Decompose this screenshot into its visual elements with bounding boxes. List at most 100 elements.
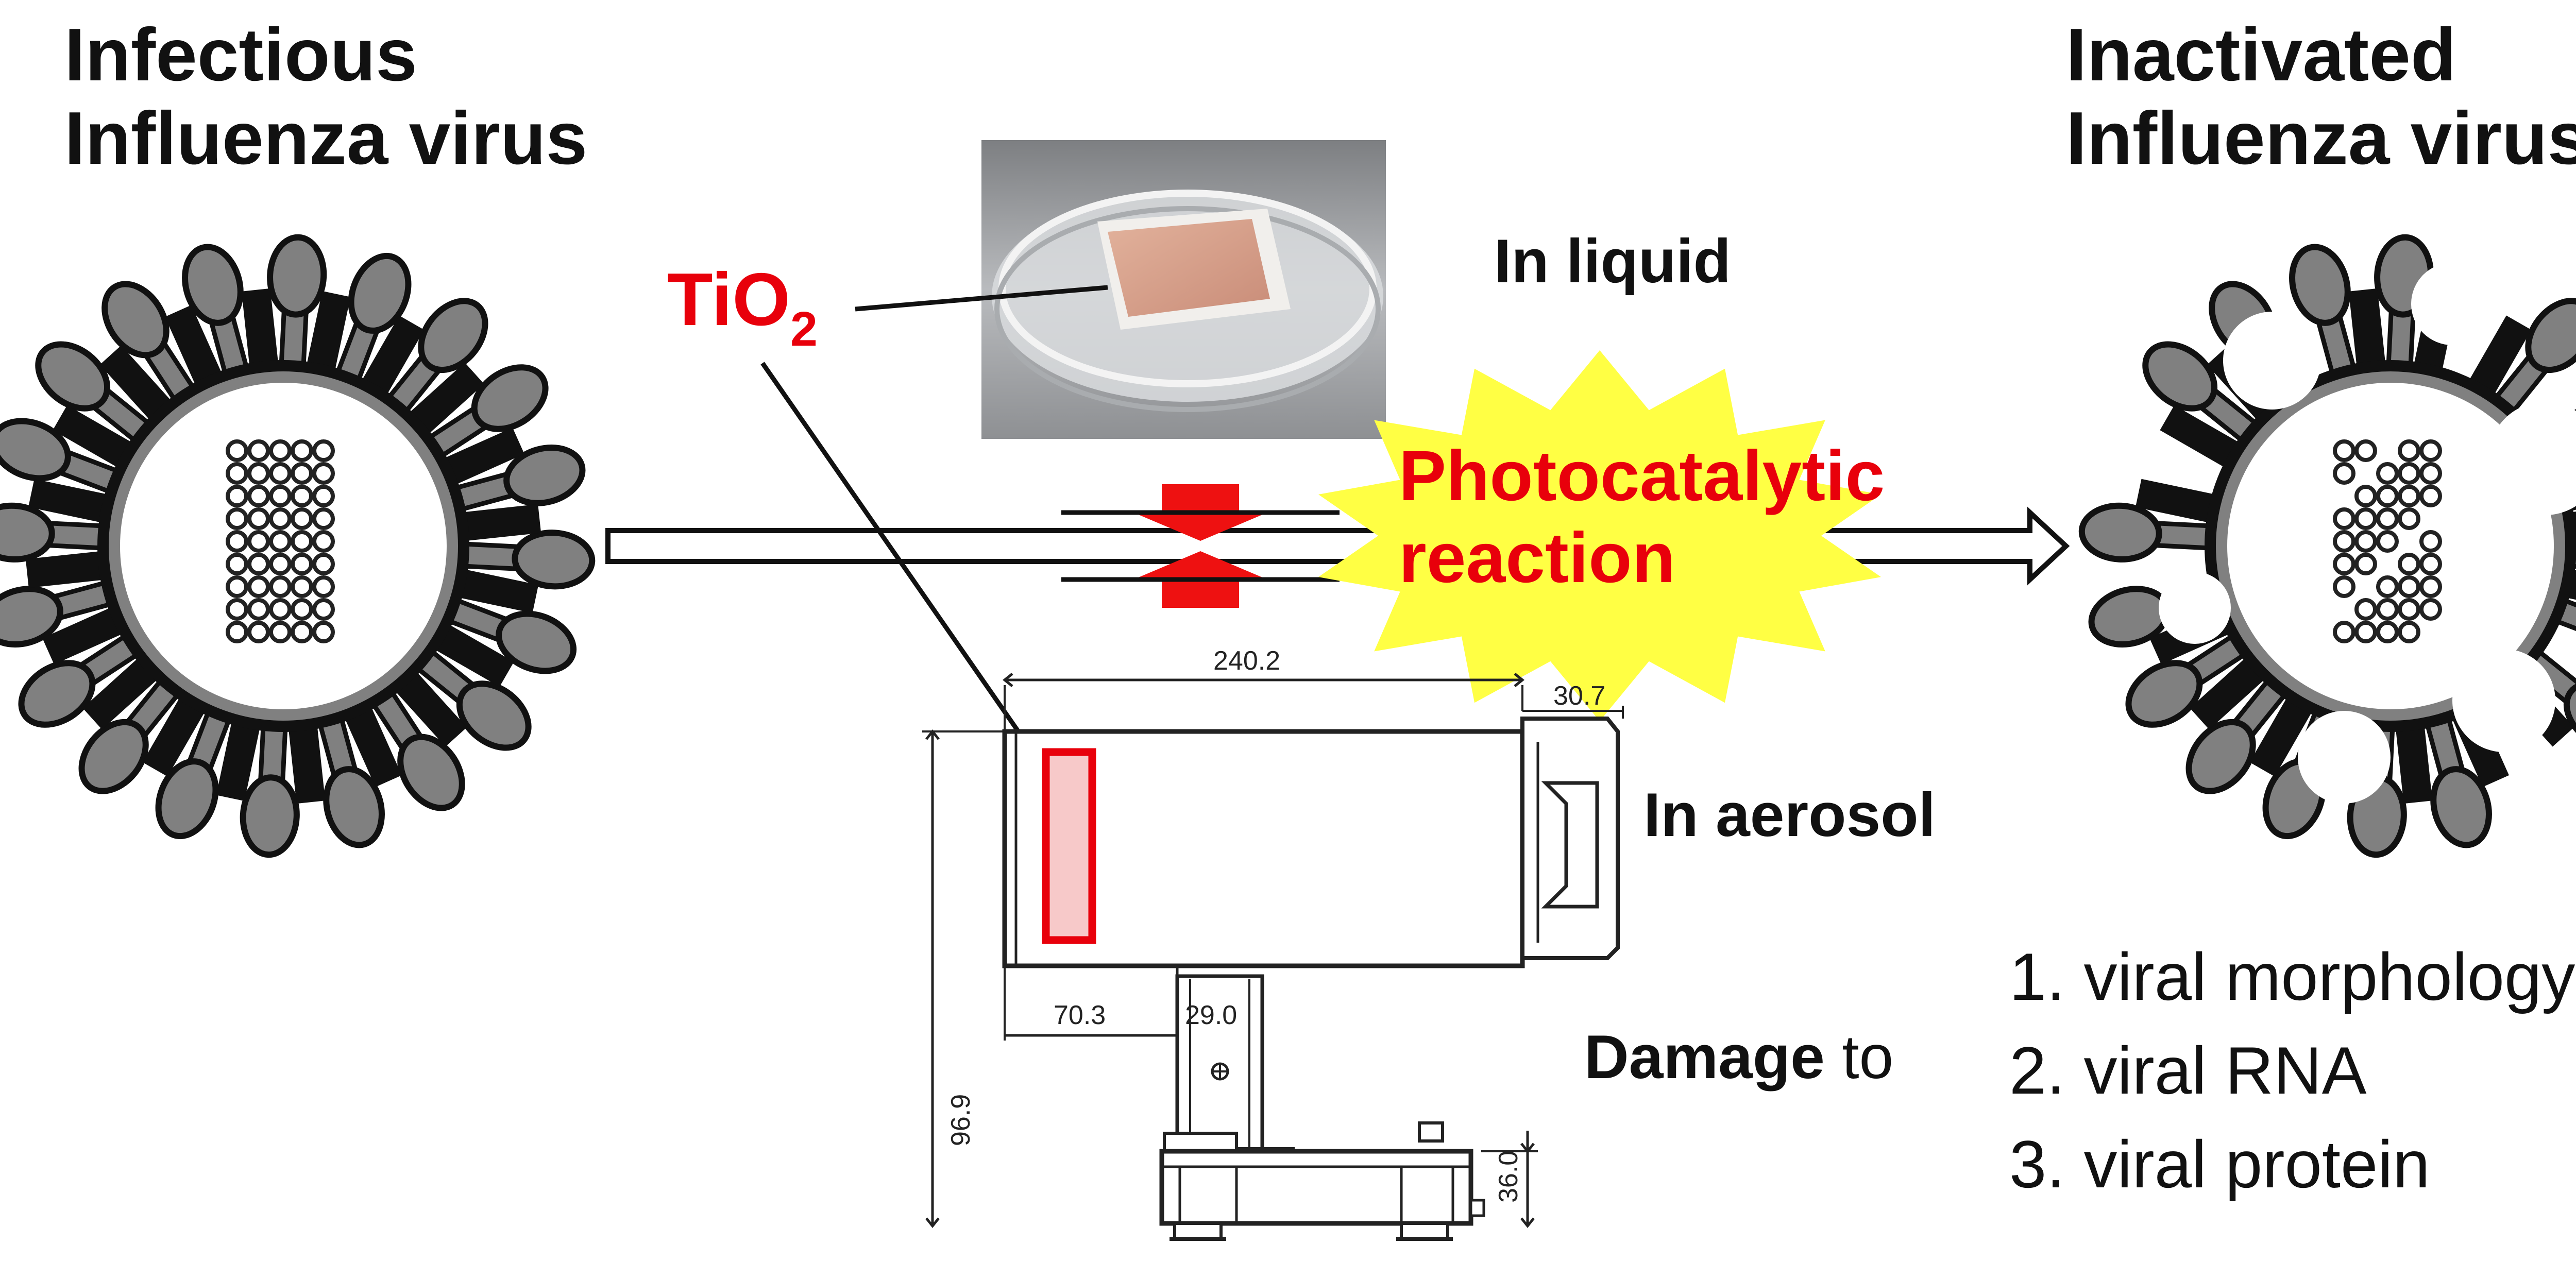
- rna-bead: [2421, 487, 2440, 505]
- rna-bead: [2400, 600, 2418, 619]
- rna-bead: [2335, 532, 2353, 551]
- tio2-label-main: TiO: [667, 258, 790, 341]
- damage-hole: [2452, 649, 2555, 752]
- rna-bead: [314, 509, 333, 528]
- rna-bead: [2378, 600, 2397, 619]
- damage-to: to: [1825, 1023, 1893, 1092]
- rna-bead: [2421, 532, 2440, 551]
- damage-label: Damage to: [1584, 1023, 1893, 1092]
- rna-bead: [314, 555, 333, 573]
- rna-bead: [293, 509, 311, 528]
- rna-bead: [249, 441, 268, 460]
- rna-bead: [2421, 577, 2440, 596]
- rna-bead: [2357, 441, 2375, 460]
- rna-bead: [314, 532, 333, 551]
- inactivated-title-line1: Inactivated: [2066, 13, 2576, 96]
- rna-bead: [2378, 487, 2397, 505]
- rna-bead: [293, 487, 311, 505]
- virus-inactivated-icon: [2080, 236, 2576, 856]
- rna-bead: [293, 577, 311, 596]
- inactivated-title-line2: Influenza virus: [2066, 96, 2576, 180]
- rna-bead: [2400, 464, 2418, 483]
- dim-height: 96.9: [946, 1094, 976, 1146]
- virus-spike-head: [268, 236, 325, 316]
- rna-bead: [2378, 577, 2397, 596]
- rna-bead: [2335, 623, 2353, 641]
- rna-bead: [2378, 623, 2397, 641]
- rna-bead: [293, 600, 311, 619]
- infectious-title: Infectious Influenza virus: [64, 13, 587, 180]
- rna-bead: [271, 532, 290, 551]
- virus-spike-head: [241, 776, 298, 856]
- rna-bead: [2421, 555, 2440, 573]
- rna-bead: [2400, 623, 2418, 641]
- virus-spike-head: [2284, 241, 2355, 329]
- damage-hole: [2159, 572, 2231, 644]
- virus-infectious-icon: [0, 236, 594, 856]
- inactivated-title: Inactivated Influenza virus: [2066, 13, 2576, 180]
- rna-bead: [314, 441, 333, 460]
- tio2-label: TiO2: [667, 258, 818, 341]
- rna-bead: [2335, 577, 2353, 596]
- rna-bead: [2400, 487, 2418, 505]
- reaction-line: reaction: [1399, 517, 1885, 599]
- rna-bead: [314, 577, 333, 596]
- rna-bead: [228, 487, 246, 505]
- rna-bead: [314, 600, 333, 619]
- in-aerosol-label: In aerosol: [1643, 780, 1936, 849]
- rna-bead: [2421, 464, 2440, 483]
- rna-bead: [228, 577, 246, 596]
- rna-bead: [2421, 441, 2440, 460]
- rna-bead: [293, 532, 311, 551]
- dim-width: 240.2: [1213, 646, 1280, 676]
- rna-bead: [2357, 623, 2375, 641]
- dim-base-height: 36.0: [1494, 1151, 1523, 1203]
- rna-bead: [2335, 509, 2353, 528]
- virus-spike-head: [2080, 504, 2160, 561]
- rna-bead: [249, 509, 268, 528]
- rna-bead: [2400, 555, 2418, 573]
- damage-item-rna: 2. viral RNA: [2009, 1024, 2575, 1117]
- rna-bead: [271, 509, 290, 528]
- rna-bead: [314, 623, 333, 641]
- rna-bead: [228, 441, 246, 460]
- rna-bead: [249, 532, 268, 551]
- rna-bead: [228, 600, 246, 619]
- rna-bead: [271, 555, 290, 573]
- rna-bead: [293, 555, 311, 573]
- rna-bead: [2357, 600, 2375, 619]
- rna-bead: [271, 464, 290, 483]
- petri-dish-photo: [981, 140, 1386, 439]
- rna-bead: [2400, 441, 2418, 460]
- damage-item-protein: 3. viral protein: [2009, 1117, 2575, 1211]
- rna-bead: [271, 487, 290, 505]
- rna-bead: [2421, 600, 2440, 619]
- damage-hole: [2298, 711, 2391, 804]
- damage-hole: [2411, 263, 2494, 345]
- rna-bead: [271, 600, 290, 619]
- rna-bead: [2400, 509, 2418, 528]
- rna-bead: [249, 600, 268, 619]
- rna-bead: [249, 577, 268, 596]
- rna-bead: [293, 441, 311, 460]
- infectious-title-line1: Infectious: [64, 13, 587, 96]
- rna-bead: [249, 464, 268, 483]
- virus-spike-head: [0, 504, 53, 561]
- rna-bead: [271, 623, 290, 641]
- rna-bead: [2378, 509, 2397, 528]
- virus-spike-head: [514, 531, 594, 588]
- damage-item-morphology: 1. viral morphology: [2009, 930, 2575, 1024]
- rna-bead: [2357, 487, 2375, 505]
- damage-list: 1. viral morphology 2. viral RNA 3. vira…: [2009, 930, 2575, 1211]
- rna-bead: [228, 555, 246, 573]
- rna-bead: [2357, 532, 2375, 551]
- infectious-title-line2: Influenza virus: [64, 96, 587, 180]
- rna-bead: [249, 555, 268, 573]
- rna-bead: [2335, 441, 2353, 460]
- rna-bead: [249, 623, 268, 641]
- rna-bead: [314, 487, 333, 505]
- rna-bead: [2400, 577, 2418, 596]
- rna-bead: [2335, 464, 2353, 483]
- rna-bead: [314, 464, 333, 483]
- rna-bead: [2335, 555, 2353, 573]
